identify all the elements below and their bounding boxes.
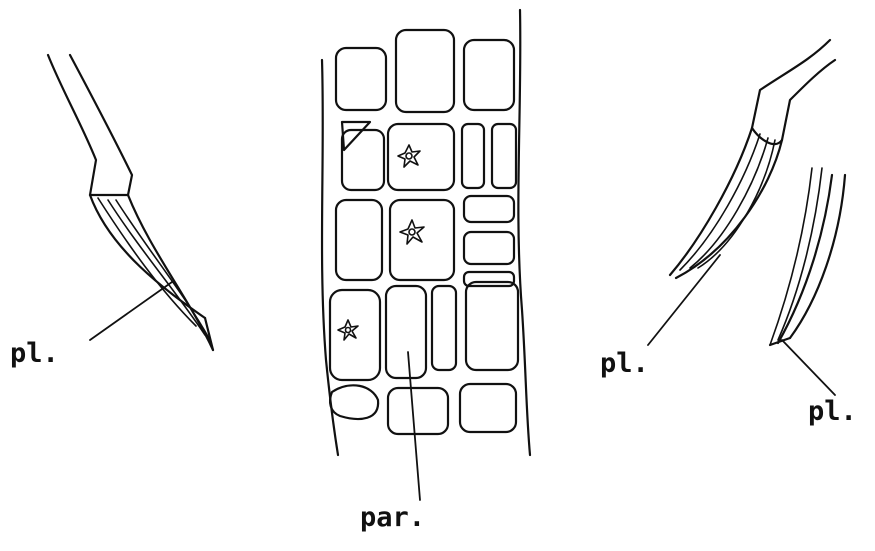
crystal-druse: [338, 320, 358, 340]
leader-line-par: [408, 352, 420, 500]
crystal-druse: [398, 145, 420, 167]
label-pl-right-a: pl.: [600, 350, 649, 377]
right-hair-b-drawing: [770, 168, 845, 345]
leader-line-left-pl: [90, 282, 172, 340]
label-pl-left: pl.: [10, 340, 59, 367]
label-pl-right-b: pl.: [808, 398, 857, 425]
left-hair-drawing: [48, 55, 213, 350]
crystal-druse: [400, 220, 424, 244]
label-par: par.: [360, 504, 425, 531]
leader-line-right-pl-a: [648, 255, 720, 345]
parenchyma-tissue-drawing: [322, 10, 530, 455]
leader-line-right-pl-b: [782, 340, 835, 395]
